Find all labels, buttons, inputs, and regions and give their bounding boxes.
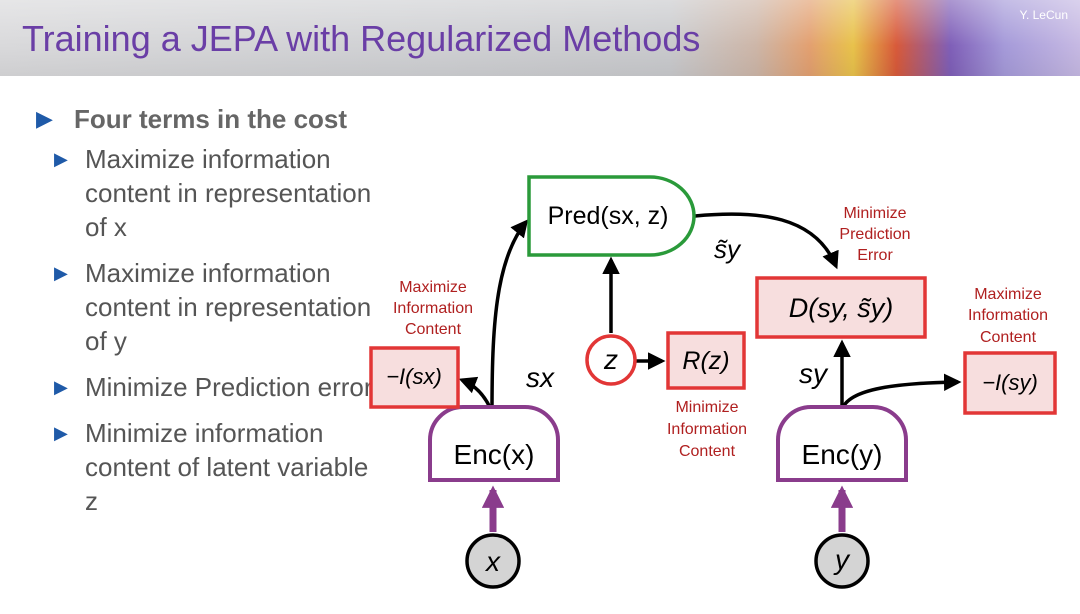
sx-label: sx (526, 362, 555, 393)
bullet-list: ▶ Four terms in the cost ▶ Maximize info… (36, 102, 381, 530)
triangle-bullet-icon: ▶ (54, 263, 68, 283)
annotation-line: Information (968, 307, 1048, 324)
annotation-line: Prediction (839, 226, 910, 243)
annotation-maximize-info-x: Maximize Information Content (393, 279, 473, 338)
encoder-x-label: Enc(x) (454, 439, 535, 470)
predictor-node: Pred(sx, z) (527, 175, 696, 257)
info-y-box (963, 351, 1057, 415)
bullet-item: ▶ Minimize information content of latent… (54, 416, 381, 518)
input-y-circle (814, 533, 870, 589)
arrow-pred-to-energy (694, 212, 839, 270)
input-x-circle (465, 533, 521, 589)
annotation-line: Minimize (675, 399, 738, 416)
arrow-encx-to-pred (490, 219, 529, 413)
triangle-bullet-icon: ▶ (36, 106, 53, 131)
predictor-label: Pred(sx, z) (548, 202, 669, 230)
connection-arrows (458, 212, 962, 413)
banner-sheen (0, 0, 1080, 76)
regularizer-cost: R(z) (666, 331, 746, 390)
triangle-bullet-icon: ▶ (54, 423, 68, 443)
slide-title: Training a JEPA with Regularized Methods (22, 18, 701, 59)
bullet-item: ▶ Minimize Prediction error (54, 370, 381, 404)
annotation-line: Information (667, 421, 747, 438)
sy-label: sy (799, 358, 829, 389)
predictor-shape (527, 175, 696, 257)
bullet-item-text: Maximize information content in represen… (85, 258, 372, 356)
annotation-minimize-prediction: Minimize Prediction Error (839, 205, 910, 264)
bullet-heading-text: Four terms in the cost (74, 104, 348, 134)
input-y-node: y (814, 533, 870, 589)
bullet-item: ▶ Maximize information content in repres… (54, 256, 381, 358)
annotation-line: Information (393, 300, 473, 317)
annotation-line: Maximize (974, 286, 1042, 303)
encoder-y-node: Enc(y) (776, 405, 908, 482)
bullet-item: ▶ Maximize information content in repres… (54, 142, 381, 244)
info-x-cost: −I(sx) (369, 346, 460, 409)
encoder-x-shape (428, 405, 560, 482)
triangle-bullet-icon: ▶ (54, 377, 68, 397)
annotation-line: Content (405, 321, 462, 338)
encoder-x-node: Enc(x) (428, 405, 560, 482)
input-x-node: x (465, 533, 521, 589)
latent-z-circle (585, 334, 637, 386)
annotation-line: Content (980, 329, 1037, 346)
triangle-bullet-icon: ▶ (54, 149, 68, 169)
annotation-minimize-info-z: Minimize Information Content (667, 399, 747, 460)
input-y-label: y (833, 544, 851, 575)
bullet-item-text: Minimize Prediction error (85, 372, 373, 402)
sy-tilde-label: s̃y (714, 234, 742, 264)
annotation-line: Error (857, 247, 893, 264)
info-x-box (369, 346, 460, 409)
bullet-item-text: Minimize information content of latent v… (85, 418, 369, 516)
latent-z-label: z (603, 344, 618, 375)
energy-label: D(sy, s̃y) (789, 293, 893, 323)
input-x-label: x (484, 546, 501, 577)
author-credit: Y. LeCun (1019, 8, 1069, 22)
info-y-cost: −I(sy) (963, 351, 1057, 415)
bullet-heading: ▶ Four terms in the cost (36, 102, 381, 136)
input-arrows (481, 485, 854, 532)
encoder-y-label: Enc(y) (802, 439, 883, 470)
annotation-line: Maximize (399, 279, 467, 296)
latent-z-node: z (585, 334, 637, 386)
encoder-y-shape (776, 405, 908, 482)
annotation-line: Content (679, 443, 736, 460)
arrow-ency-to-infoy (840, 373, 962, 411)
annotation-maximize-info-y: Maximize Information Content (968, 286, 1048, 346)
bullet-item-text: Maximize information content in represen… (85, 144, 372, 242)
title-banner: Training a JEPA with Regularized Methods… (0, 0, 1080, 76)
info-y-label: −I(sy) (982, 370, 1038, 395)
energy-cost: D(sy, s̃y) (755, 276, 927, 339)
info-x-label: −I(sx) (386, 364, 442, 389)
regularizer-box (666, 331, 746, 390)
energy-box (755, 276, 927, 339)
regularizer-label: R(z) (682, 347, 729, 375)
annotation-line: Minimize (843, 205, 906, 222)
